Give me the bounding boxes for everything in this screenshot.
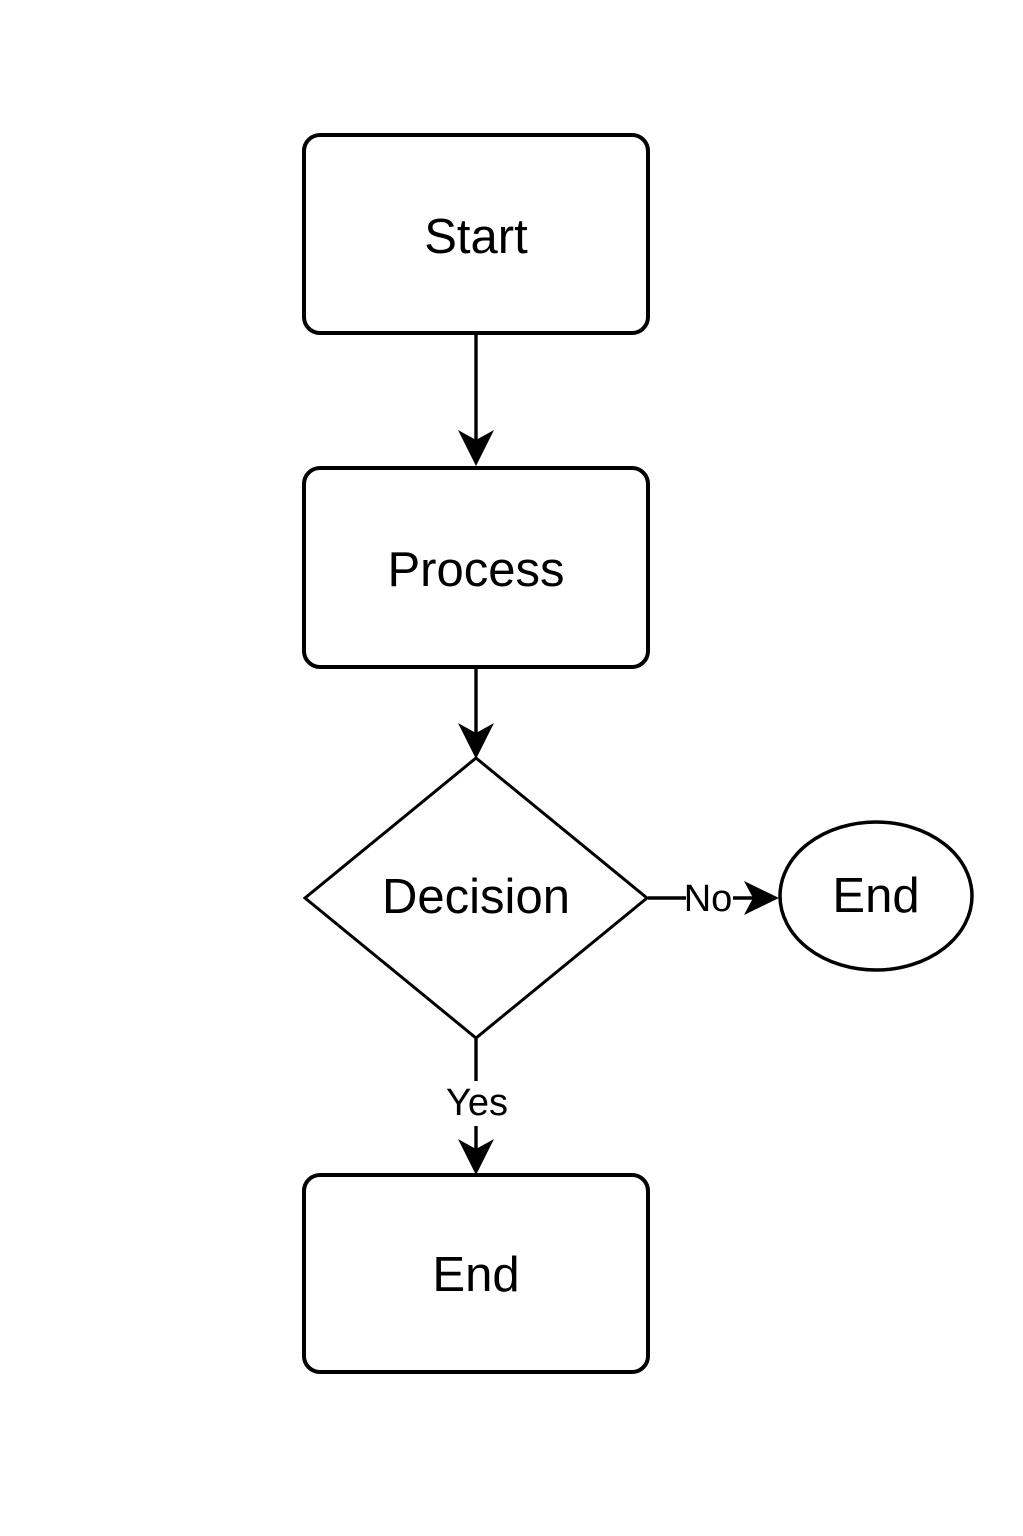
node-process-shape[interactable] bbox=[302, 466, 650, 669]
node-decision[interactable]: Decision bbox=[302, 756, 650, 1040]
node-start-label: Start bbox=[424, 210, 528, 264]
node-start[interactable]: Start bbox=[302, 133, 650, 335]
edge-label-no-group: No bbox=[684, 878, 733, 920]
edge-label-yes-backdrop bbox=[443, 1081, 511, 1126]
node-process-label: Process bbox=[387, 543, 564, 597]
node-decision-label: Decision bbox=[382, 870, 570, 924]
edge-decision-to-end-no-arrowhead bbox=[744, 881, 779, 915]
node-process[interactable]: Process bbox=[302, 466, 650, 669]
edge-label-yes-group: Yes bbox=[443, 1081, 511, 1126]
node-end-no-shape[interactable] bbox=[778, 820, 974, 972]
edge-start-to-process-arrowhead bbox=[458, 430, 494, 466]
edge-decision-to-end-no bbox=[648, 881, 779, 915]
edge-process-to-decision-arrowhead bbox=[458, 723, 494, 759]
node-end-yes[interactable]: End bbox=[302, 1173, 650, 1374]
edge-label-yes: Yes bbox=[446, 1082, 508, 1124]
node-start-shape[interactable] bbox=[302, 133, 650, 335]
edge-process-to-decision bbox=[458, 667, 494, 759]
edge-start-to-process bbox=[458, 333, 494, 466]
node-end-no-label: End bbox=[832, 869, 919, 923]
edge-label-no: No bbox=[684, 878, 733, 920]
node-end-yes-label: End bbox=[432, 1248, 519, 1302]
node-end-no[interactable]: End bbox=[778, 820, 974, 972]
node-end-yes-shape[interactable] bbox=[302, 1173, 650, 1374]
node-decision-shape[interactable] bbox=[302, 756, 650, 1040]
edge-decision-to-end-yes-arrowhead bbox=[458, 1139, 494, 1175]
